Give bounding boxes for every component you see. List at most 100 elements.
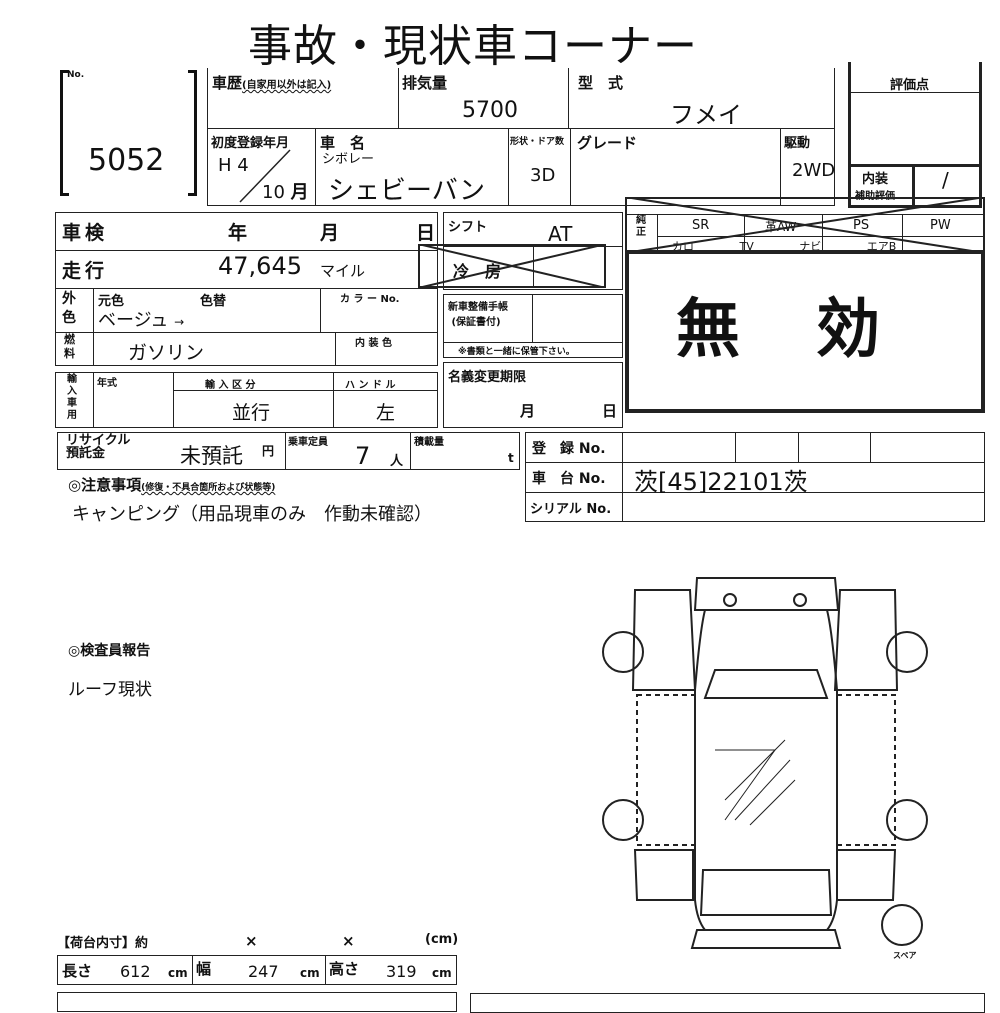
service-book-note: ※書類と一緒に保管下さい。 [458,347,575,357]
displacement-label: 排気量 [402,74,448,92]
maker-value: シボレー [322,152,375,167]
name-change-month: 月 [520,402,536,420]
tire-front-right [886,631,928,673]
registration-table [525,432,985,522]
tire-rear-right [886,799,928,841]
interior-value: / [942,168,949,192]
length-unit: cm [168,966,188,980]
import-table [55,372,438,428]
body-outline [694,609,838,931]
displacement-value: 5700 [462,98,518,123]
right-side-front [833,589,899,691]
rear-window [699,869,833,916]
height-label: 高さ [329,960,360,978]
color-label: 外色 [62,291,76,326]
service-book-label: 新車整備手帳 (保証書付) [448,302,508,328]
color-value: ベージュ → [98,310,185,331]
drive-value: 2WD [792,160,836,181]
first-reg-label: 初度登録年月 [211,136,290,151]
spare-tire [881,904,923,946]
inspector-label: ◎検査員報告 [68,643,151,659]
width-label: 幅 [196,960,212,978]
width-unit: cm [300,966,320,980]
chassis-no-value: 茨[45]22101茨 [634,468,808,496]
dims-table [57,955,457,985]
options-cross-out [625,197,985,253]
tire-rear-left [602,799,644,841]
car-name-label: 車 名 [320,134,366,152]
headlight-left [723,593,737,607]
height-unit: cm [432,966,452,980]
handle-value: 左 [376,402,396,424]
handle-label: ハ ン ド ル [345,380,396,391]
headlight-right [793,593,807,607]
first-reg-year: H 4 [218,155,249,176]
recycle-label: リサイクル預託金 [66,433,131,461]
options-label: 純正 [636,215,646,238]
front-bumper [693,577,840,611]
date-slash [239,149,291,203]
import-year-label: 年式 [97,378,117,389]
lot-no-label: No. [67,70,85,80]
name-change-box [443,362,623,428]
import-type-value: 並行 [232,402,271,424]
capacity-value: 7 [355,442,371,470]
capacity-unit: 人 [390,454,404,469]
windshield [703,669,829,699]
left-side-panel [636,694,696,846]
left-side-rear [633,849,694,901]
notes-text: キャンピング（用品現車のみ 作動未確認） [72,504,432,525]
interior-color-label: 内 装 色 [355,338,392,349]
cargo-x1: × [245,932,258,950]
lot-bracket-left [60,70,69,196]
option-row2: カロ TV ナビ エアB [672,240,897,250]
option-ps: PS [853,218,870,233]
load-unit: t [508,451,514,465]
model-label: 型 式 [578,74,624,92]
fuel-label: 燃料 [64,333,75,360]
inspection-year: 年 [228,222,248,244]
inspection-label: 車検 [62,222,109,244]
name-change-label: 名義変更期限 [448,370,527,385]
void-stamp-box [625,250,985,413]
option-sr: SR [692,218,710,233]
tire-front-left [602,631,644,673]
inspection-day: 日 [416,222,436,244]
reg-no-label: 登 録 No. [532,441,606,457]
rating-box [848,62,982,208]
recycle-value: 未預託 [180,444,243,468]
inspector-text: ルーフ現状 [68,680,152,700]
length-label: 長さ [62,962,93,980]
history-label: 車歴(自家用以外は記入) [212,74,332,92]
cargo-label: 【荷台内寸】約 [57,936,149,951]
lower-right-box [470,993,985,1013]
color-change-label: 色替 [200,294,227,309]
first-reg-month: 10 月 [262,182,309,203]
void-stamp: 無 効 [676,293,886,367]
page-title: 事故・現状車コーナー [248,21,698,72]
drive-label: 駆動 [784,136,811,151]
right-side-panel [836,694,896,846]
lot-bracket-right [188,70,197,196]
option-pw: PW [930,218,951,233]
mileage-label: 走行 [62,260,109,282]
notes-label: ◎注意事項(修復・不具合箇所および状態等) [68,476,276,494]
inspection-month: 月 [320,222,340,244]
load-label: 積載量 [414,437,444,448]
mileage-unit: マイル [320,262,366,280]
doors-label: 形状・ドア数 [510,137,565,147]
interior-label: 内装 [862,172,889,187]
recycle-table [57,432,520,470]
rear-bumper [690,929,842,949]
chassis-no-label: 車 台 No. [532,471,606,487]
height-value: 319 [386,962,417,981]
grade-label: グレード [577,134,638,152]
recycle-unit: 円 [262,444,275,458]
serial-no-label: シリアル No. [530,502,612,517]
color-no-label: カ ラ ー No. [340,294,400,305]
right-side-rear [836,849,897,901]
length-value: 612 [120,962,151,981]
service-book-box [443,294,623,358]
capacity-label: 乗車定員 [288,437,328,448]
ac-box [418,244,606,288]
